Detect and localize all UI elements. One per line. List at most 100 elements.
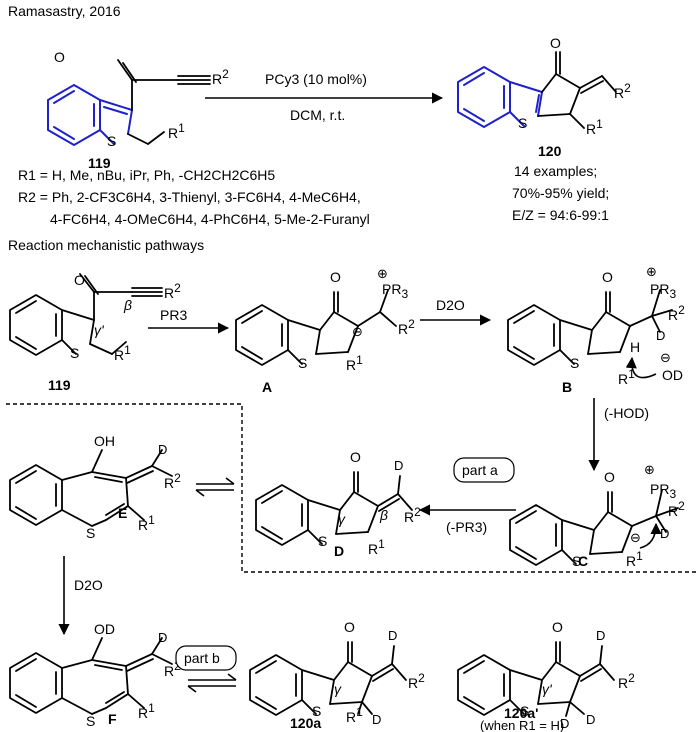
- svg-text:O: O: [330, 269, 341, 285]
- svg-text:S: S: [570, 355, 579, 371]
- svg-text:⊕: ⊕: [644, 462, 655, 477]
- mech-label-120a: 120a: [290, 715, 321, 731]
- mech-label-F: F: [108, 711, 117, 727]
- equilibrium-F-120a: [187, 673, 237, 693]
- r2-scope-line1: R2 = Ph, 2-CF3C6H4, 3-Thienyl, 3-FC6H4, …: [18, 189, 361, 205]
- svg-text:β: β: [379, 507, 388, 523]
- svg-text:O: O: [74, 272, 85, 288]
- svg-text:D: D: [656, 328, 665, 343]
- svg-text:D: D: [372, 712, 381, 727]
- svg-text:S: S: [70, 345, 79, 361]
- reagent-pr3: PR3: [160, 307, 187, 323]
- svg-text:γ: γ: [334, 681, 342, 697]
- part-a-box: [453, 457, 515, 483]
- svg-text:R2: R2: [398, 317, 415, 337]
- svg-text:D: D: [660, 526, 669, 541]
- product-120: [457, 51, 617, 129]
- svg-text:D: D: [388, 628, 397, 643]
- intermediate-C: [510, 489, 679, 565]
- svg-text:γ': γ': [94, 322, 105, 338]
- r2-scope-line2: 4-FC6H4, 4-OMeC6H4, 4-PhC6H4, 5-Me-2-Fur…: [50, 211, 370, 227]
- svg-text:O: O: [350, 449, 361, 465]
- svg-text:R2: R2: [668, 303, 685, 323]
- mech-label-A: A: [262, 379, 272, 395]
- svg-text:⊕: ⊕: [646, 264, 657, 279]
- svg-text:R2: R2: [614, 81, 631, 101]
- svg-text:S: S: [572, 553, 581, 569]
- svg-text:γ: γ: [338, 511, 346, 527]
- intermediate-B: [508, 289, 673, 379]
- conditions-label: DCM, r.t.: [290, 107, 345, 123]
- mech-label-C: C: [578, 553, 588, 569]
- svg-text:S: S: [318, 533, 327, 549]
- r1-scope: R1 = H, Me, nBu, iPr, Ph, -CH2CH2C6H5: [18, 167, 275, 183]
- svg-text:D: D: [394, 458, 403, 473]
- part-b-box: [175, 645, 237, 671]
- part-a-label: part a: [462, 462, 498, 478]
- intermediate-D: [256, 472, 413, 545]
- part-a-separator: [6, 403, 696, 573]
- reagent-minus-pr3: (-PR3): [446, 519, 487, 535]
- svg-text:R2: R2: [404, 505, 421, 525]
- svg-text:S: S: [107, 133, 116, 149]
- svg-text:R2: R2: [618, 671, 635, 691]
- svg-text:S: S: [520, 703, 529, 719]
- citation: Ramasastry, 2016: [8, 3, 121, 19]
- svg-text:PR3: PR3: [650, 281, 676, 301]
- svg-text:H: H: [630, 339, 640, 355]
- mech-label-119: 119: [48, 377, 71, 393]
- substrate-label: 119: [88, 155, 111, 171]
- mech-label-120a-prime: 120a': [504, 705, 538, 721]
- product-label: 120: [538, 143, 562, 159]
- product-120a: [250, 642, 407, 715]
- svg-text:O: O: [552, 619, 563, 635]
- svg-text:⊖: ⊖: [630, 530, 641, 545]
- svg-text:R1: R1: [368, 537, 385, 557]
- svg-text:O: O: [54, 49, 65, 65]
- svg-text:R1: R1: [346, 353, 363, 373]
- 120a-prime-note: (when R1 = H): [480, 718, 564, 732]
- svg-text:D: D: [586, 712, 595, 727]
- mech-label-B: B: [562, 379, 572, 395]
- svg-text:R1: R1: [346, 705, 363, 725]
- svg-text:S: S: [312, 703, 321, 719]
- reagent-label: PCy3 (10 mol%): [265, 71, 367, 87]
- svg-text:S: S: [518, 115, 527, 131]
- intermediate-E: [9, 449, 173, 527]
- svg-text:O: O: [550, 35, 561, 51]
- svg-text:OD: OD: [94, 621, 115, 637]
- svg-text:OD: OD: [662, 367, 683, 383]
- part-b-label: part b: [184, 650, 220, 666]
- svg-text:D: D: [596, 628, 605, 643]
- svg-text:R1: R1: [618, 367, 635, 387]
- intermediate-A: [236, 289, 397, 365]
- intermediate-F: [9, 637, 173, 715]
- reagent-d2o: D2O: [436, 297, 465, 313]
- examples-count: 14 examples;: [514, 163, 597, 179]
- svg-text:D: D: [560, 716, 569, 731]
- svg-text:R2: R2: [668, 499, 685, 519]
- svg-text:S: S: [86, 713, 95, 729]
- svg-text:R1: R1: [168, 121, 185, 141]
- mech-label-E: E: [118, 505, 127, 521]
- equilibrium-ED: [195, 477, 235, 497]
- svg-text:R2: R2: [212, 67, 229, 87]
- svg-text:PR3: PR3: [650, 481, 676, 501]
- svg-text:D: D: [158, 442, 167, 457]
- svg-text:O: O: [604, 469, 615, 485]
- mech-label-D: D: [334, 543, 344, 559]
- svg-text:γ': γ': [542, 681, 553, 697]
- ez-ratio: E/Z = 94:6-99:1: [512, 207, 609, 223]
- svg-text:R2: R2: [408, 671, 425, 691]
- svg-text:O: O: [344, 619, 355, 635]
- svg-text:D: D: [158, 630, 167, 645]
- substrate-119: [47, 59, 211, 146]
- svg-text:⊖: ⊖: [660, 350, 671, 365]
- reagent-minus-hod: (-HOD): [604, 405, 649, 421]
- svg-text:S: S: [298, 355, 307, 371]
- svg-text:⊖: ⊖: [352, 324, 363, 339]
- svg-text:R1: R1: [586, 117, 603, 137]
- product-120a-prime: [458, 642, 615, 717]
- svg-text:O: O: [602, 269, 613, 285]
